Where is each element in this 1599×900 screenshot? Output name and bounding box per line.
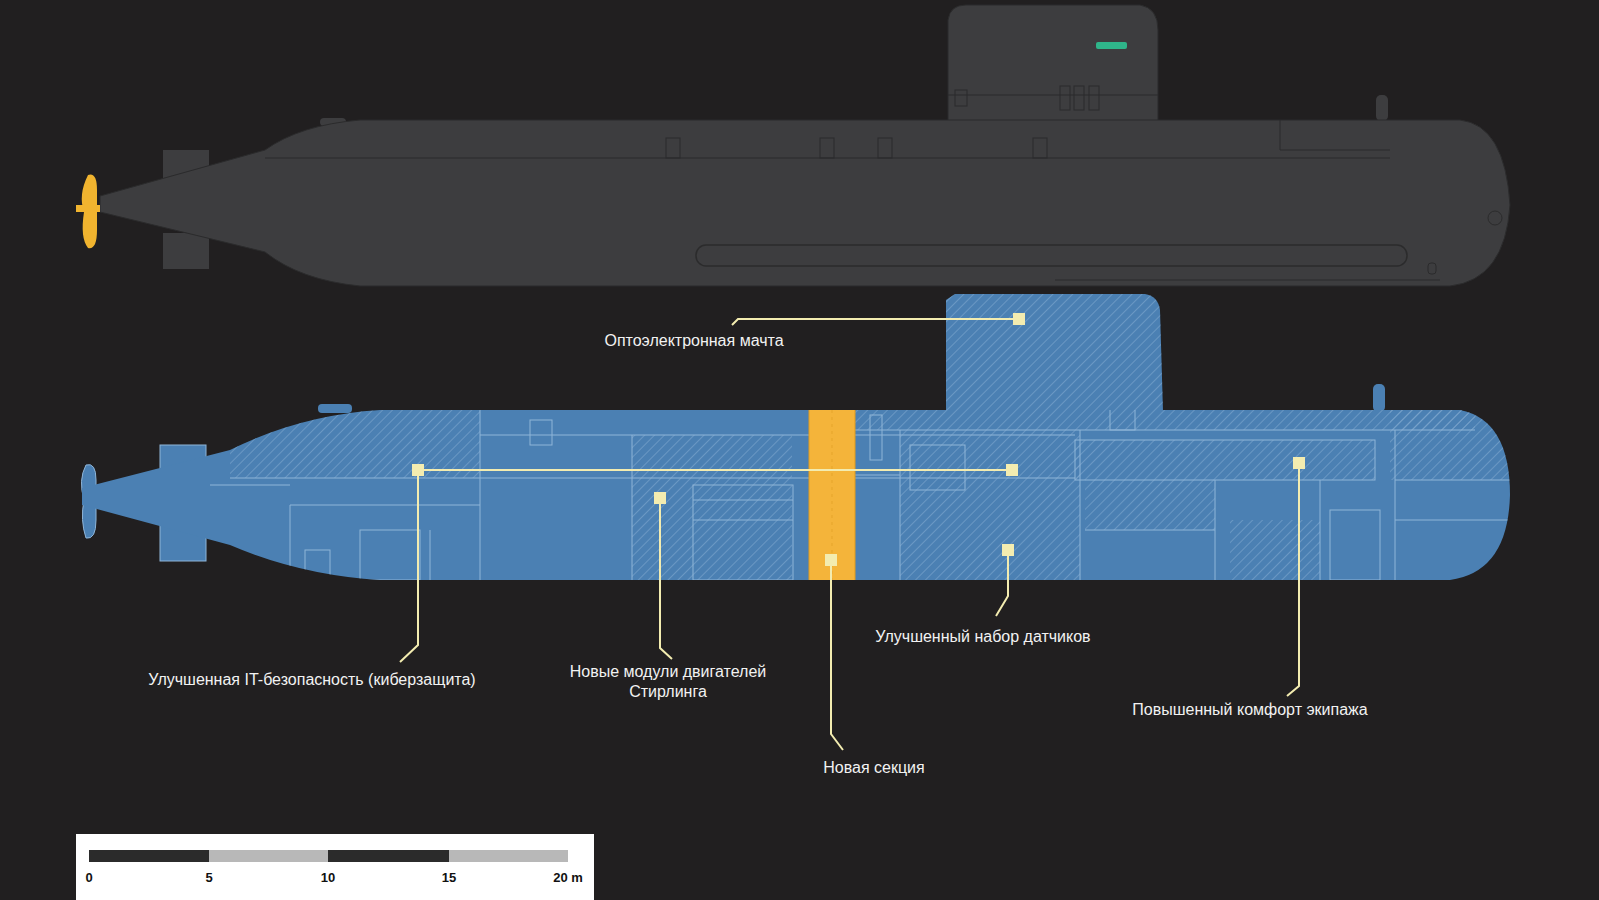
scale-tick: 0: [85, 870, 92, 885]
callout-label: Улучшенная IT-безопасность (киберзащита): [148, 670, 475, 690]
exterior-view: [76, 5, 1510, 286]
leader-lines: [400, 319, 1299, 750]
scale-tick: 15: [442, 870, 456, 885]
scale-bar: [76, 834, 594, 900]
callout-label: Новая секция: [823, 758, 924, 778]
scale-tick: 5: [205, 870, 212, 885]
callout-markers: [412, 313, 1305, 566]
callout-label: Улучшенный набор датчиков: [875, 627, 1090, 647]
scale-tick: 20 m: [553, 870, 583, 885]
scale-tick: 10: [321, 870, 335, 885]
callout-label: Новые модули двигателей Стирлинга: [562, 662, 774, 702]
cutaway-view: [81, 294, 1510, 585]
callout-label: Повышенный комфорт экипажа: [1132, 700, 1367, 720]
callout-label: Оптоэлектронная мачта: [604, 331, 783, 351]
